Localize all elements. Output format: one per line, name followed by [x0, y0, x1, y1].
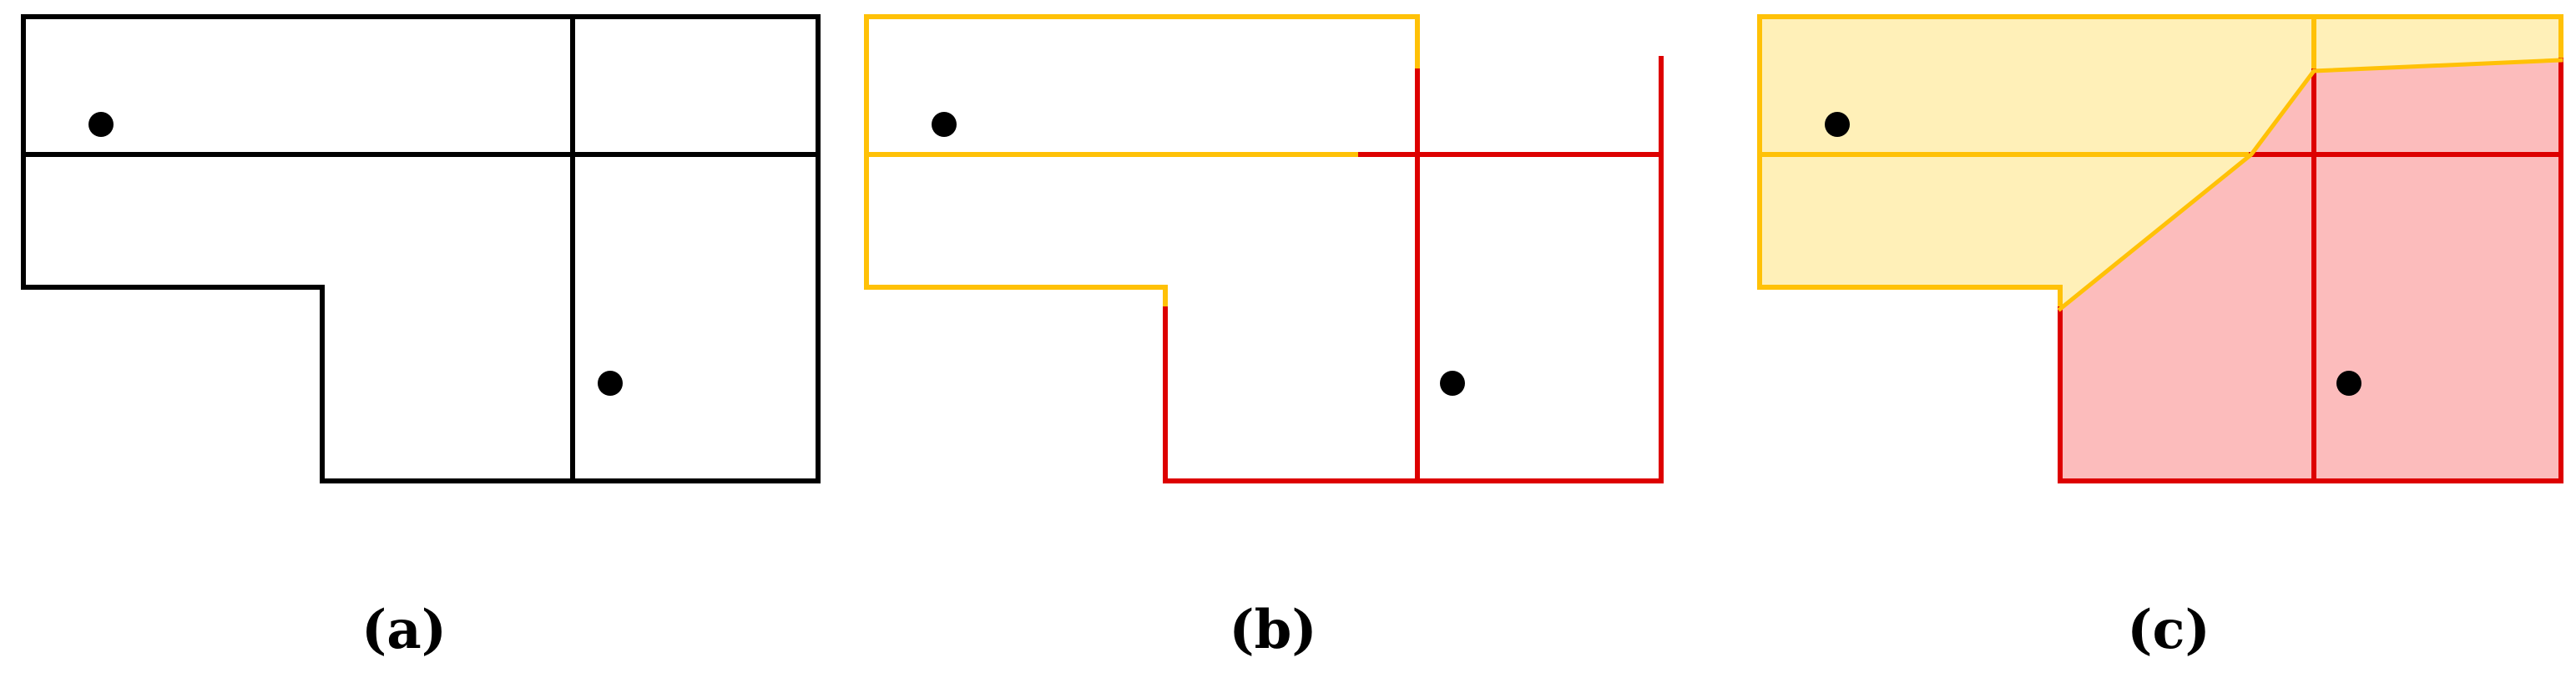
panel-c-point-bottom-right: [2336, 371, 2361, 396]
panel-c-caption: (c): [2127, 599, 2210, 661]
panel-a-point-top-left: [88, 112, 114, 137]
panel-b-red-boundary: [1163, 56, 1664, 483]
panel-c-yellow-fill: [1760, 17, 2561, 309]
panel-a: [21, 14, 821, 483]
panel-b: [864, 14, 1664, 483]
panel-c: [1757, 14, 2563, 483]
panel-b-caption: (b): [1229, 599, 1316, 661]
panel-a-point-bottom-right: [598, 371, 623, 396]
panel-a-outline: [21, 14, 821, 483]
panel-c-red-fill: [2060, 60, 2561, 481]
panel-a-caption: (a): [361, 599, 447, 661]
panel-b-yellow-boundary: [864, 14, 1420, 311]
panel-b-point-bottom-right: [1440, 371, 1465, 396]
panel-c-point-top-left: [1825, 112, 1850, 137]
panel-c-red-boundary: [2058, 58, 2563, 483]
panel-c-partition-border: [2057, 58, 2563, 312]
panel-b-point-top-left: [932, 112, 957, 137]
